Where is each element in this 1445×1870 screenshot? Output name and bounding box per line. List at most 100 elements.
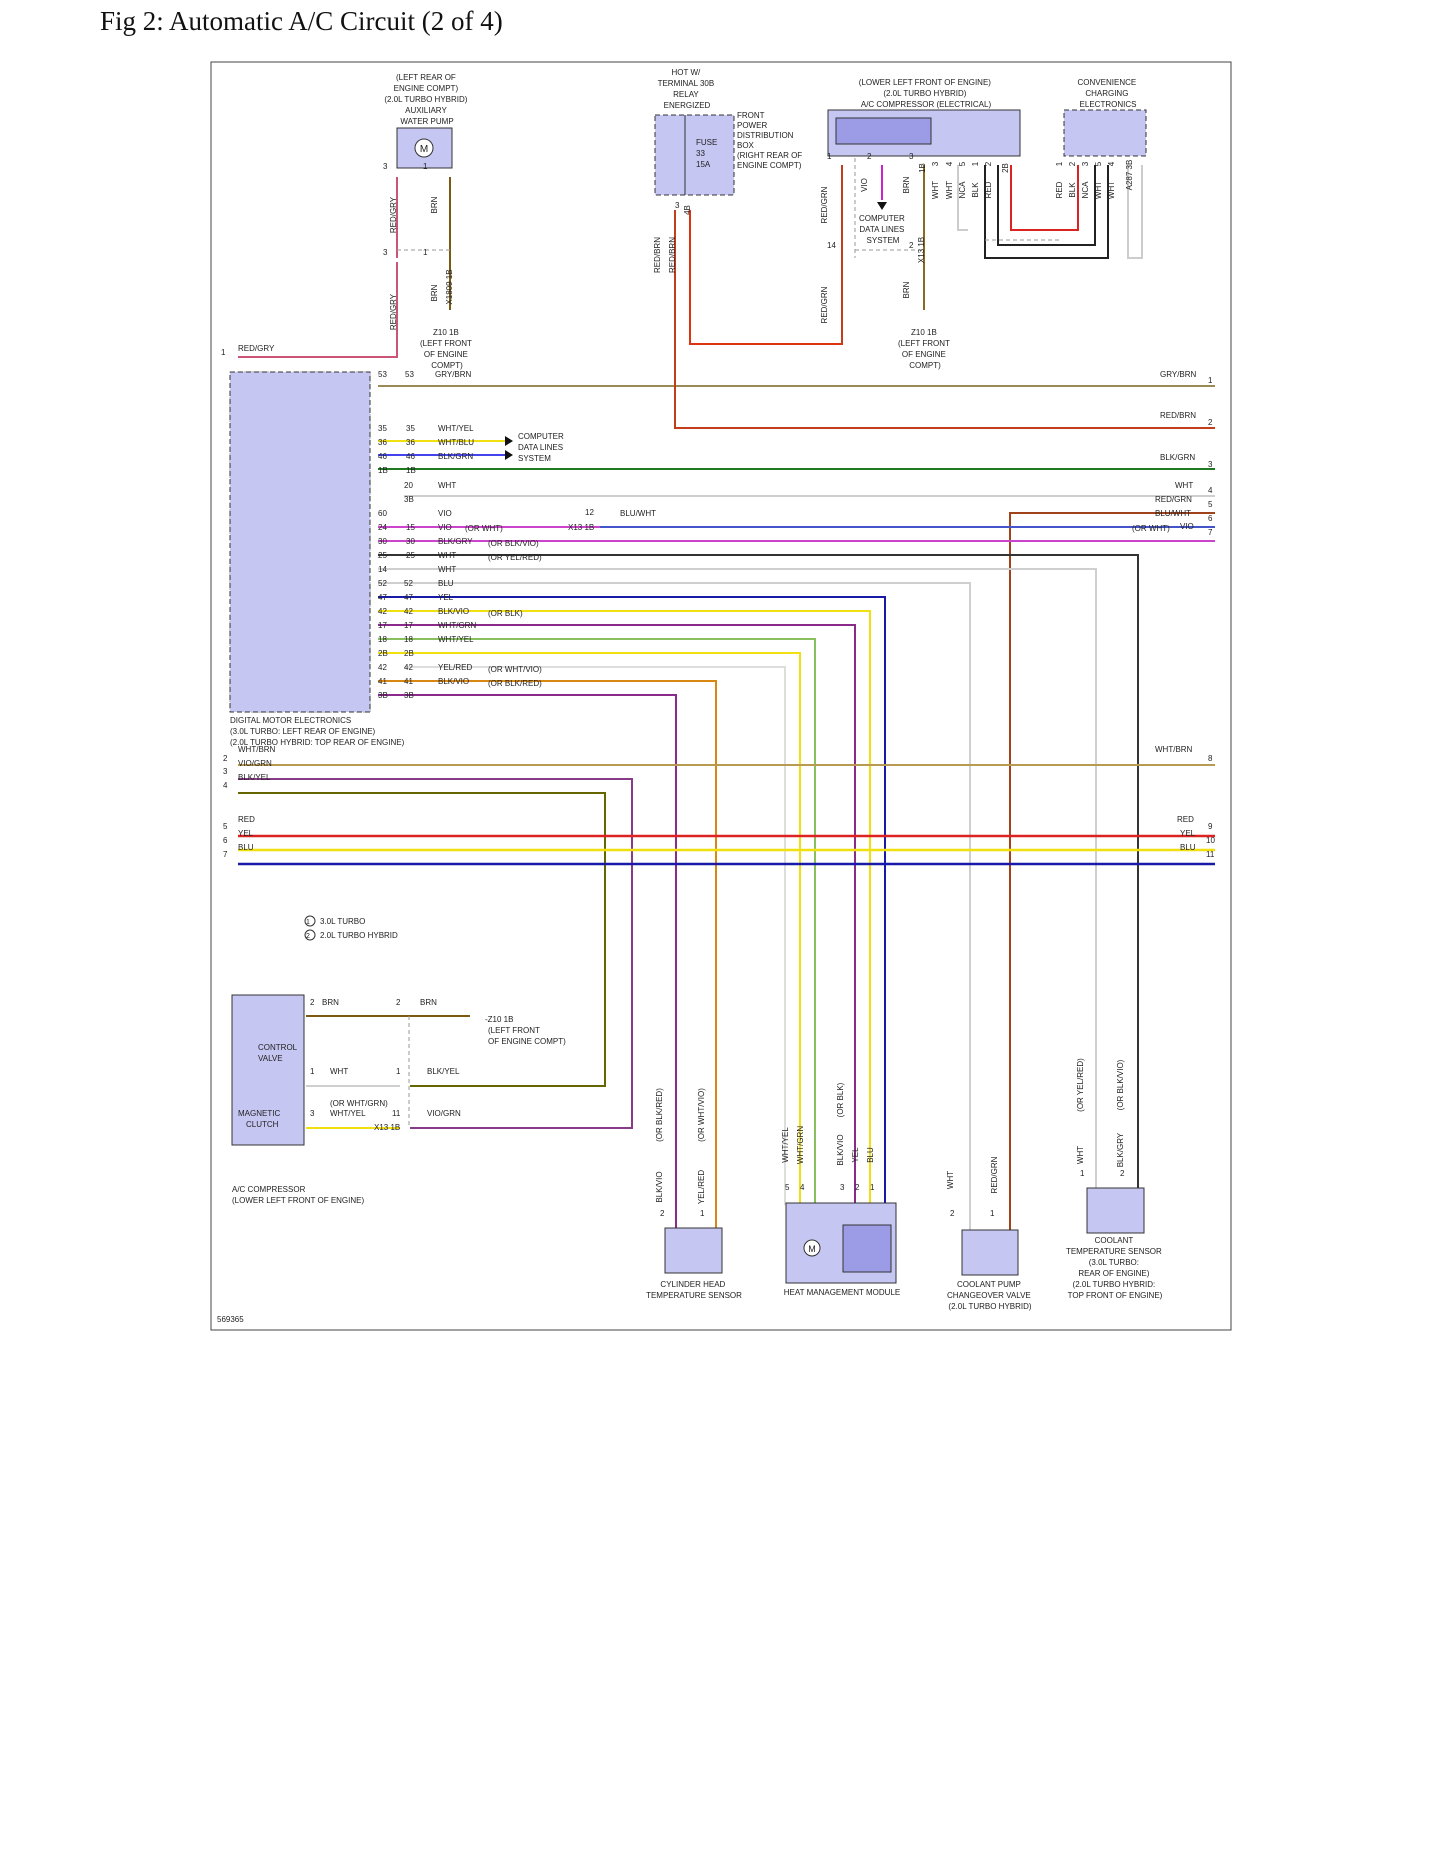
wire-label: YEL/RED: [438, 663, 472, 672]
wire-label: 46: [406, 452, 415, 461]
wire-label: 12: [585, 508, 594, 517]
wire-yel-47: [378, 610, 871, 1205]
legend-circle-2: [304, 929, 316, 941]
wire-label: 1: [423, 248, 428, 257]
wire-vertical-label: BLK/VIO: [655, 1171, 664, 1202]
wire-vertical-label: RED: [1055, 181, 1064, 198]
wire-vertical-label: 4: [1107, 161, 1116, 166]
wire-vertical-label: WHT/YEL: [781, 1127, 790, 1163]
wire-vertical-label: BLU: [866, 1147, 875, 1163]
wire-vertical-label: (OR BLK): [836, 1082, 845, 1117]
z10-c-label: -Z10 1B (LEFT FRONT OF ENGINE COMPT): [485, 1015, 566, 1046]
wire-vertical-label: X1809 1B: [445, 269, 454, 304]
wire-label: BLK/YEL: [427, 1067, 460, 1076]
motor-symbol: M: [420, 144, 428, 155]
wire-label: 11: [392, 1109, 401, 1118]
wire-vertical-label: A287 3B: [1125, 160, 1134, 191]
wire-label: BLU/WHT: [1155, 509, 1191, 518]
wire-label: 1: [700, 1209, 705, 1218]
wire-label: (OR YEL/RED): [488, 553, 542, 562]
ac-compressor-label: A/C COMPRESSOR (LOWER LEFT FRONT OF ENGI…: [232, 1185, 364, 1205]
wire-vertical-label: 1: [971, 161, 980, 166]
wire-label: WHT/BRN: [1155, 745, 1193, 754]
wire-label: 2: [867, 152, 872, 161]
wire-label: 1: [1080, 1169, 1085, 1178]
wire-label: WHT/YEL: [438, 635, 474, 644]
wire-vertical-label: RED/BRN: [668, 237, 677, 273]
wire-label: 8: [1208, 754, 1213, 763]
wire-label: BLK/VIO: [438, 607, 469, 616]
wire-label: 5: [1208, 500, 1213, 509]
wire-label: WHT: [438, 565, 456, 574]
wire-wht-grn-17: [378, 638, 816, 1205]
cdl-top-label: COMPUTER DATA LINES SYSTEM: [859, 214, 907, 245]
wire-label: 24: [378, 523, 387, 532]
wire-vertical-label: 5: [1094, 161, 1103, 166]
wire-label: 53: [378, 370, 387, 379]
wire-label: 3B: [378, 691, 388, 700]
wire-label: 5: [223, 822, 228, 831]
wire-label: 1: [310, 1067, 315, 1076]
wire-vertical-label: 4: [945, 161, 954, 166]
wire-vertical-label: YEL/RED: [697, 1170, 706, 1204]
wire-label: WHT/YEL: [330, 1109, 366, 1118]
wire-vertical-label: BRN: [902, 176, 911, 193]
wire-vertical-label: 5: [958, 161, 967, 166]
wire-label: 7: [1208, 528, 1213, 537]
wire-label: 42: [404, 607, 413, 616]
wire-label: WHT/YEL: [438, 424, 474, 433]
wire-label: 2: [950, 1209, 955, 1218]
wire-label: BLK/YEL: [238, 773, 271, 782]
diagram-frame: [210, 61, 1232, 1331]
wire-label: 18: [378, 635, 387, 644]
wire-label: BLU: [438, 579, 454, 588]
wire-vertical-label: 4B: [683, 205, 692, 215]
conv-charging-label: CONVENIENCE CHARGING ELECTRONICS: [1078, 78, 1139, 109]
wire-label: 35: [406, 424, 415, 433]
wire-label: 3: [909, 152, 914, 161]
wire-label: 10: [1206, 836, 1215, 845]
wire-label: 41: [378, 677, 387, 686]
wire-label: RED/GRY: [238, 344, 275, 353]
wire-label: 3: [383, 162, 388, 171]
wire-label: (OR WHT): [465, 524, 503, 533]
wire-label: 4: [223, 781, 228, 790]
wire-vertical-label: (OR BLK/VIO): [1116, 1059, 1125, 1110]
wire-vertical-label: WHT: [1094, 181, 1103, 199]
wire-label: YEL: [438, 593, 454, 602]
ac-comp-elec-label: (LOWER LEFT FRONT OF ENGINE) (2.0L TURBO…: [859, 78, 993, 109]
wire-wht-yel-18: [378, 652, 801, 1205]
wire-vertical-label: RED/GRN: [820, 186, 829, 223]
wire-label: 41: [404, 677, 413, 686]
wire-label: 52: [404, 579, 413, 588]
wire-label: 25: [406, 551, 415, 560]
wire-label: 2: [1208, 418, 1213, 427]
component-labels: (LEFT REAR OF ENGINE COMPT) (2.0L TURBO …: [306, 68, 1164, 1311]
wire-label: 2: [396, 998, 401, 1007]
coolant-temp-label: COOLANT TEMPERATURE SENSOR (3.0L TURBO: …: [1066, 1236, 1164, 1300]
wire-blk-comp2: [997, 165, 1096, 246]
coolant-pump-label: COOLANT PUMP CHANGEOVER VALVE (2.0L TURB…: [947, 1280, 1033, 1311]
wire-label: 2: [1120, 1169, 1125, 1178]
wire-label: 3: [223, 767, 228, 776]
wire-label: 25: [378, 551, 387, 560]
wire-label: BLU: [1180, 843, 1196, 852]
wire-label: BRN: [420, 998, 437, 1007]
wire-label: GRY/BRN: [1160, 370, 1197, 379]
wire-label: 47: [404, 593, 413, 602]
wire-label: (OR BLK/RED): [488, 679, 542, 688]
wire-label: 3: [675, 201, 680, 210]
wire-vertical-label: NCA: [1081, 181, 1090, 199]
wire-vertical-label: RED/GRY: [389, 196, 398, 233]
wire-label: X13 1B: [568, 523, 594, 532]
wire-label: 42: [378, 663, 387, 672]
wire-label: WHT: [438, 481, 456, 490]
wire-label: 1B: [378, 466, 388, 475]
legend-mark-2: 2: [306, 933, 310, 940]
wire-label: 1B: [406, 466, 416, 475]
wire-label: 1: [396, 1067, 401, 1076]
wire-label: 1: [221, 348, 226, 357]
wire-label: 20: [404, 481, 413, 490]
wire-vertical-label: BRN: [430, 196, 439, 213]
